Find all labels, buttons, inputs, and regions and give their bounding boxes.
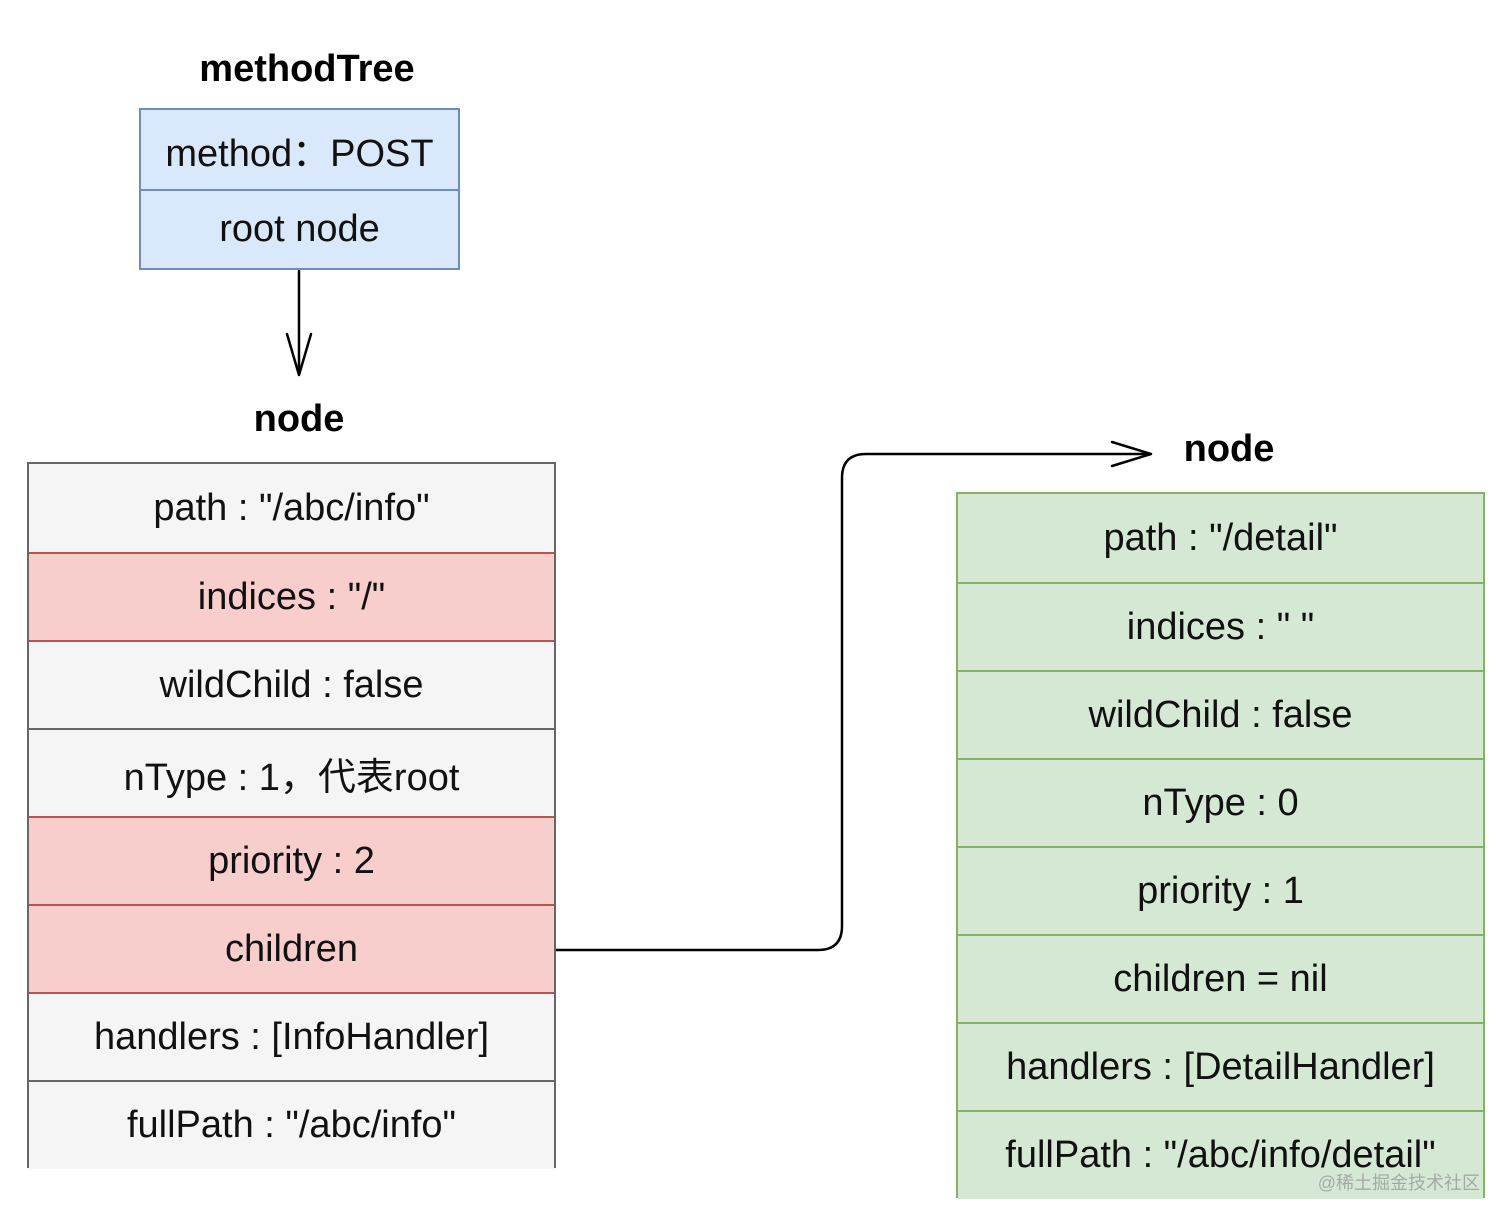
- node-right-row-wildchild: wildChild : false: [958, 670, 1483, 758]
- node-left-box: path : "/abc/info" indices : "/" wildChi…: [27, 462, 556, 1169]
- node-right-row-children: children = nil: [958, 934, 1483, 1022]
- method-tree-row-method: method：POST: [141, 110, 458, 189]
- edge-root-to-node-arrowhead: [285, 332, 313, 377]
- node-left-row-indices: indices : "/": [29, 552, 554, 640]
- node-right-row-fullpath: fullPath : "/abc/info/detail": [958, 1110, 1483, 1199]
- node-left-row-path: path : "/abc/info": [29, 464, 554, 552]
- node-right-title: node: [1183, 428, 1275, 470]
- node-left-row-children: children: [29, 904, 554, 992]
- node-right-row-indices: indices : " ": [958, 582, 1483, 670]
- node-right-row-priority: priority : 1: [958, 846, 1483, 934]
- node-left-row-priority: priority : 2: [29, 816, 554, 904]
- node-left-title: node: [253, 398, 345, 440]
- node-right-row-handlers: handlers : [DetailHandler]: [958, 1022, 1483, 1110]
- method-tree-title: methodTree: [199, 48, 415, 90]
- node-left-row-wildchild: wildChild : false: [29, 640, 554, 728]
- watermark: @稀土掘金技术社区: [1317, 1173, 1480, 1193]
- node-left-row-fullpath: fullPath : "/abc/info": [29, 1080, 554, 1169]
- node-left-row-handlers: handlers : [InfoHandler]: [29, 992, 554, 1080]
- method-tree-box: method：POST root node: [139, 108, 460, 270]
- node-left-row-ntype: nType : 1，代表root: [29, 728, 554, 816]
- node-right-row-path: path : "/detail": [958, 494, 1483, 582]
- node-right-row-ntype: nType : 0: [958, 758, 1483, 846]
- node-right-box: path : "/detail" indices : " " wildChild…: [956, 492, 1485, 1199]
- method-tree-row-root-node: root node: [141, 189, 458, 268]
